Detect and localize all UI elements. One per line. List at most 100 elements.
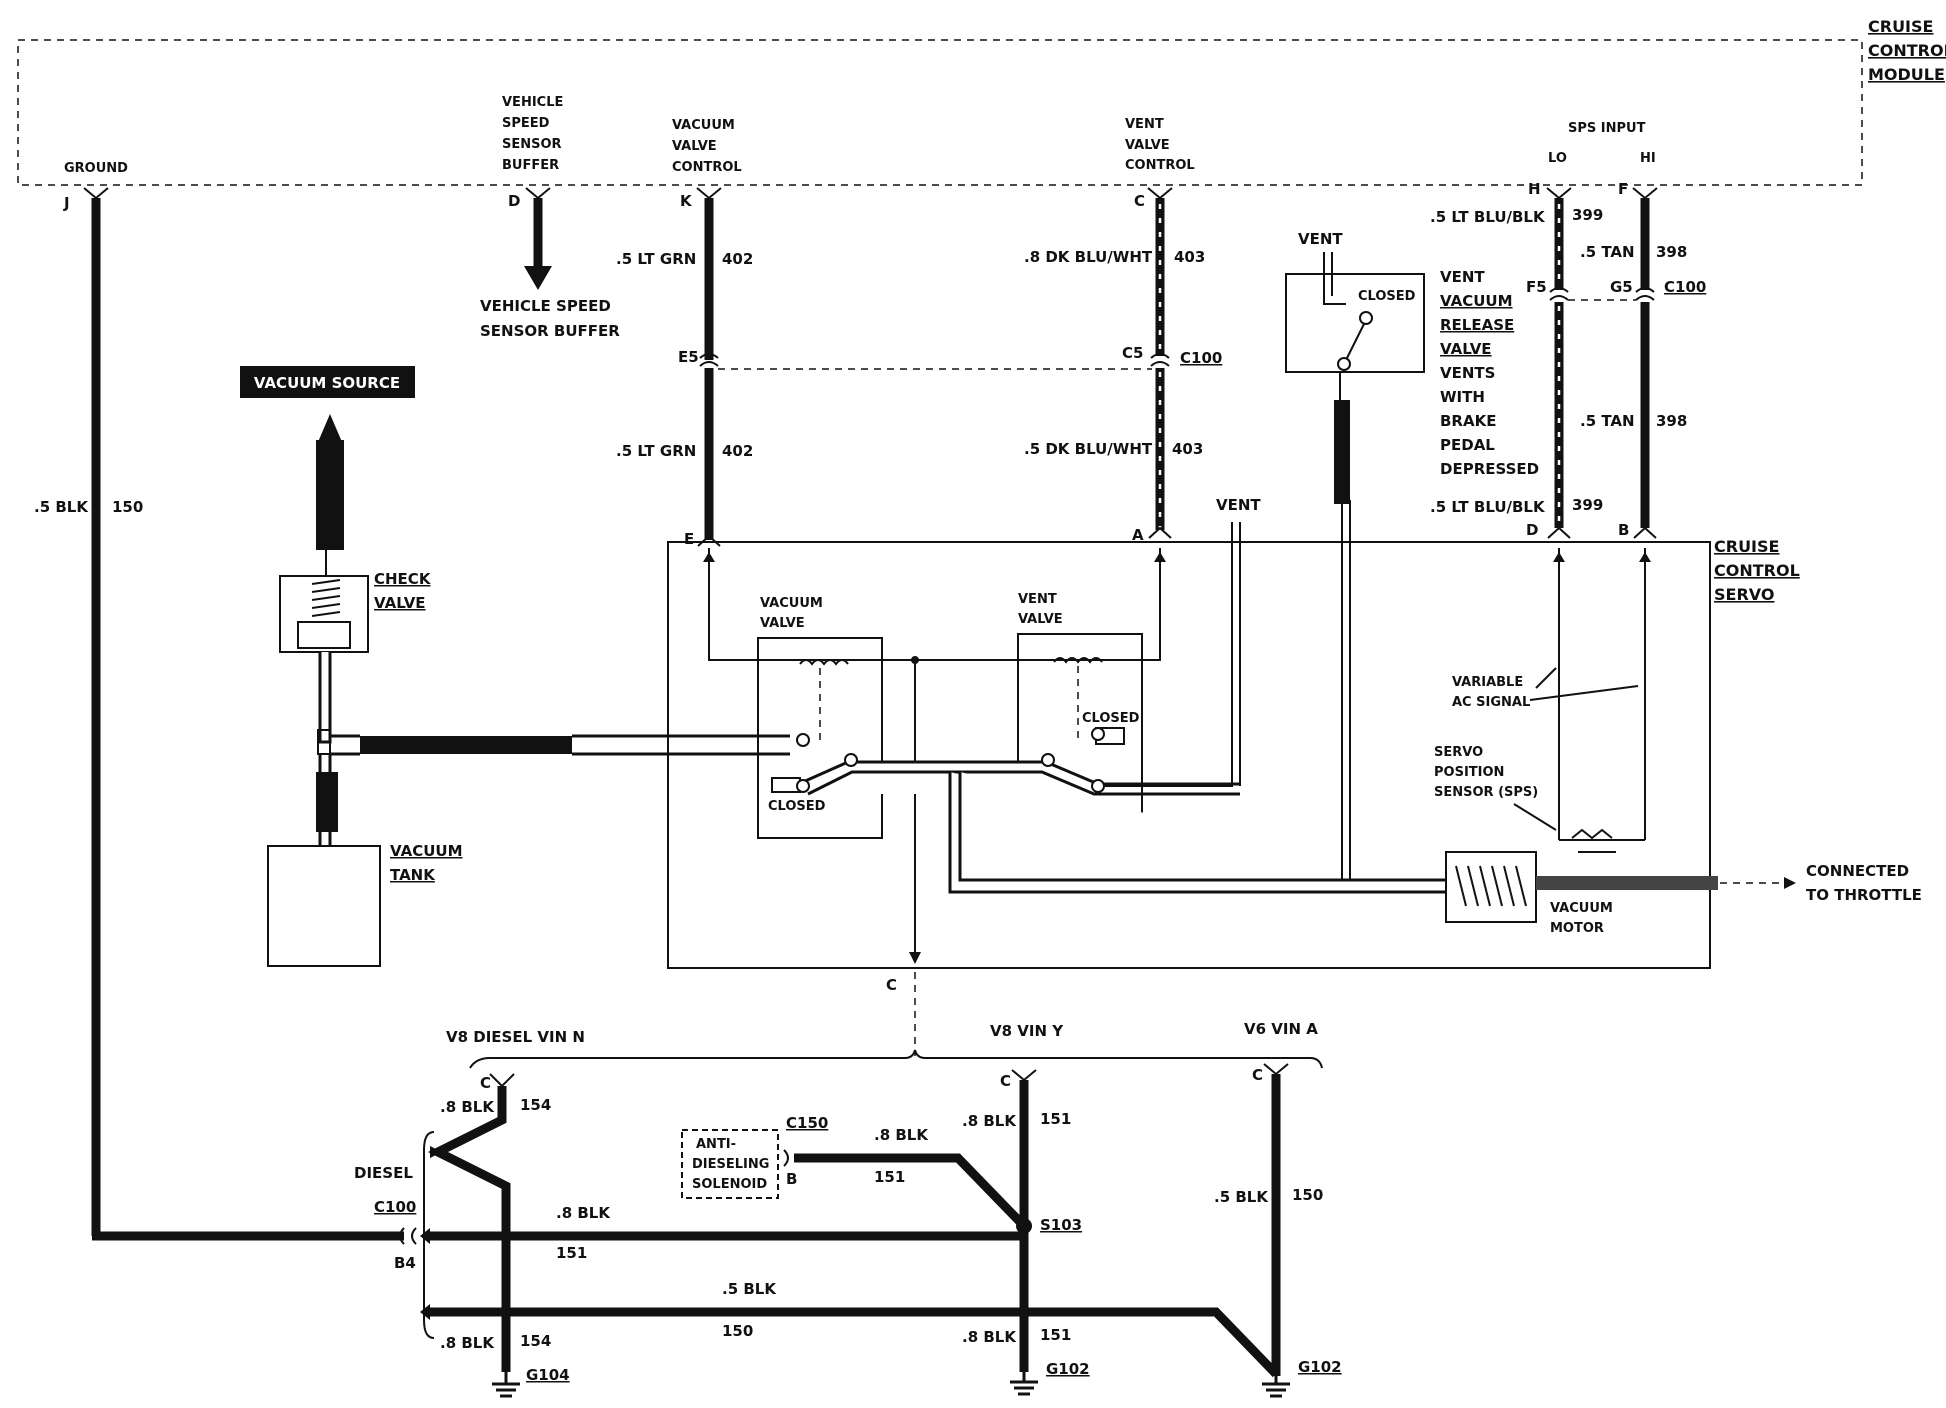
- engine-brace: [469, 1049, 1323, 1069]
- vent-control-label-2: VALVE: [1125, 138, 1170, 153]
- vent-control-label-3: CONTROL: [1125, 158, 1195, 173]
- w150-bus-gauge: .5 BLK: [722, 1280, 777, 1298]
- w402-top-circuit: 402: [722, 250, 753, 268]
- servo-vent-label: VENT: [1216, 496, 1261, 514]
- vent-valve-closed: CLOSED: [1082, 711, 1140, 726]
- vss-label-2: SPEED: [502, 116, 550, 131]
- release-desc-3: RELEASE: [1440, 316, 1514, 334]
- vacuum-source-box: [240, 366, 415, 398]
- vss-output: VEHICLE SPEED SENSOR BUFFER: [480, 198, 620, 340]
- vacuum-valve-closed: CLOSED: [768, 799, 826, 814]
- connector-c100-right: C100: [1664, 278, 1706, 296]
- vacuum-motor-label-2: MOTOR: [1550, 921, 1604, 936]
- pin-d: D: [508, 192, 520, 210]
- vent-control-label-1: VENT: [1125, 117, 1164, 132]
- w154-top-circuit: 154: [520, 1096, 551, 1114]
- c100-arrow-icon: [420, 1228, 430, 1244]
- servo-title-2: CONTROL: [1714, 561, 1800, 580]
- vacuum-motor: [1445, 851, 1537, 923]
- w151-anti-circuit: 151: [874, 1168, 905, 1186]
- connector-g5-symbol: [1635, 287, 1655, 301]
- w151-bot-gauge: .8 BLK: [962, 1328, 1017, 1346]
- w154-bot-circuit: 154: [520, 1332, 551, 1350]
- variable-ac-1: VARIABLE: [1452, 675, 1523, 690]
- pin-b-arrow-icon: [1639, 552, 1651, 562]
- wire-151-anti: [794, 1153, 1028, 1230]
- pin-f: F: [1618, 180, 1628, 198]
- anti-dieseling-1: ANTI-: [696, 1137, 736, 1152]
- connector-c5-symbol: [1150, 353, 1170, 367]
- pin-h: H: [1528, 180, 1541, 198]
- engine-v8: V8 VIN Y: [990, 1022, 1064, 1040]
- servo-pin-b: B: [1618, 521, 1629, 539]
- module-title-2: CONTROL: [1868, 41, 1946, 60]
- ground-g102a: G102: [1046, 1360, 1090, 1378]
- ground-pin-label: GROUND: [64, 161, 128, 176]
- engine-v6: V6 VIN A: [1244, 1020, 1318, 1038]
- connector-c150-b: B: [786, 1170, 797, 1188]
- vent-vacuum-release-valve: VENT CLOSED VENT VACUUM RELEASE VALVE VE…: [1285, 230, 1539, 504]
- c150-symbol: [783, 1149, 789, 1167]
- release-desc-7: BRAKE: [1440, 412, 1496, 430]
- vacuum-control-label-1: VACUUM: [672, 118, 735, 133]
- release-desc-1: VENT: [1440, 268, 1485, 286]
- w403-bot-circuit: 403: [1172, 440, 1203, 458]
- anti-dieseling-3: SOLENOID: [692, 1177, 767, 1192]
- servo-pin-c: C: [886, 976, 897, 994]
- vss-dest-1: VEHICLE SPEED: [480, 297, 611, 315]
- w399-top-circuit: 399: [1572, 206, 1603, 224]
- module-title-3: MODULE: [1868, 65, 1945, 84]
- linkage-pivot-1: [844, 753, 858, 767]
- servo-title-3: SERVO: [1714, 585, 1774, 604]
- release-lever: [1343, 319, 1367, 365]
- pin-j: J: [63, 194, 70, 212]
- vacuum-control-label-2: VALVE: [672, 139, 717, 154]
- vent-valve-title-1: VENT: [1018, 592, 1057, 607]
- variable-ac-2: AC SIGNAL: [1452, 695, 1530, 710]
- release-vent-port: [1323, 252, 1346, 305]
- pin-d-arrow-icon: [1553, 552, 1565, 562]
- pin-j-symbol: [83, 187, 109, 200]
- vacuum-motor-label-1: VACUUM: [1550, 901, 1613, 916]
- w402-top-gauge: .5 LT GRN: [616, 250, 696, 268]
- vacuum-source-arrow-icon: [318, 414, 342, 442]
- release-pivot-bottom: [1337, 357, 1351, 371]
- valve-supply-line: [572, 734, 790, 756]
- connector-f5-symbol: [1549, 287, 1569, 301]
- pin-c: C: [1134, 192, 1145, 210]
- cruise-control-servo: CRUISE CONTROL SERVO VENT VACUUM VALVE C…: [667, 496, 1800, 969]
- w151-v8-gauge: .8 BLK: [962, 1112, 1017, 1130]
- vacuum-tank-label-2: TANK: [390, 866, 436, 884]
- diesel-arrow-icon: [430, 1146, 442, 1158]
- vacuum-valve-coil: [799, 659, 849, 666]
- w154-bot-gauge: .8 BLK: [440, 1334, 495, 1352]
- w398-bot-gauge: .5 TAN: [1580, 412, 1635, 430]
- w151-anti-gauge: .8 BLK: [874, 1126, 929, 1144]
- release-desc-5: VENTS: [1440, 364, 1495, 382]
- servo-ground-arrow-icon: [909, 952, 921, 964]
- c-v8-symbol: [1011, 1069, 1037, 1082]
- tee-to-tank-hose: [316, 772, 338, 832]
- vacuum-control-label-3: CONTROL: [672, 160, 742, 175]
- check-valve-spring: [311, 579, 341, 617]
- throttle-label-1: CONNECTED: [1806, 862, 1909, 880]
- vss-label-3: SENSOR: [502, 137, 562, 152]
- servo-pin-a: A: [1132, 526, 1144, 544]
- diesel-label: DIESEL: [354, 1164, 413, 1182]
- connector-e5-symbol: [699, 353, 719, 367]
- anti-dieseling-solenoid: [681, 1129, 779, 1199]
- pin-e-arrow-icon: [703, 552, 715, 562]
- sps-wires-inner: [1558, 548, 1646, 841]
- lo-label: LO: [1548, 151, 1567, 166]
- vent-valve-pivot: [1091, 779, 1105, 793]
- vacuum-source-label: VACUUM SOURCE: [254, 374, 400, 392]
- engine-v8-diesel: V8 DIESEL VIN N: [446, 1028, 585, 1046]
- pin-d-symbol: [525, 187, 551, 200]
- pin-d-servo-symbol: [1547, 526, 1571, 539]
- w402-bot-circuit: 402: [722, 442, 753, 460]
- ground-g102a-icon: [1010, 1372, 1038, 1396]
- w150-left-gauge: .5 BLK: [34, 498, 89, 516]
- ground-g104-icon: [492, 1372, 520, 1398]
- c-diesel-symbol: [489, 1073, 515, 1088]
- circuit-399: .5 LT BLU/BLK 399 F5 .5 LT BLU/BLK 399 D: [1430, 198, 1603, 539]
